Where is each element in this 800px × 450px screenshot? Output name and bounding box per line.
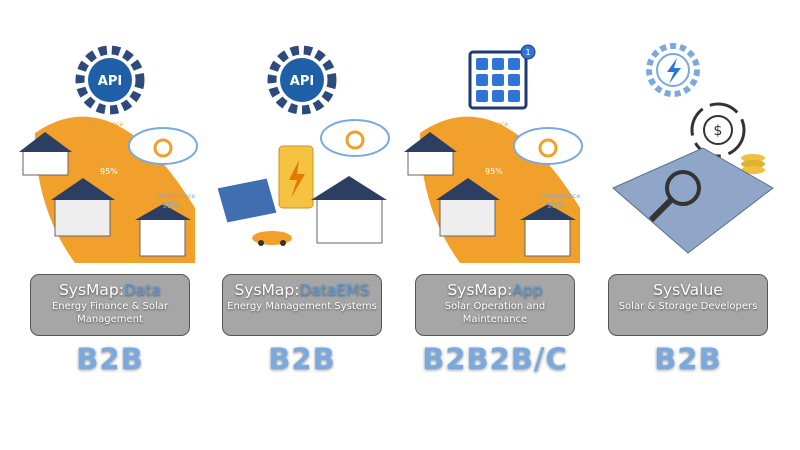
product-name: SysValue	[653, 281, 723, 299]
energy-finance-illustration: API Performance 76% Performance 95% Perf…	[19, 45, 198, 263]
business-model-label: B2B	[76, 342, 144, 376]
business-model-label: B2B	[654, 342, 722, 376]
app-grid-icon: 1	[468, 44, 536, 110]
product-sysmap-app: 1 Performance 76% Performance 95% Perfor…	[404, 0, 583, 450]
product-sysvalue: $ SysValue Solar & Storage Developers B2…	[603, 0, 774, 450]
svg-text:95%: 95%	[100, 167, 118, 176]
product-sysmap-data: API Performance 76% Performance 95% Perf…	[19, 0, 198, 450]
product-name: SysMap:	[234, 281, 300, 299]
solar-panel-icon	[216, 177, 278, 224]
product-card: SysMap:App Solar Operation and Maintenan…	[415, 274, 575, 336]
svg-text:Performance: Performance	[157, 193, 195, 200]
battery-icon	[278, 145, 314, 209]
energy-gear-icon	[646, 43, 700, 97]
product-description: Solar Operation and Maintenance	[444, 301, 546, 325]
gear-icon: API	[267, 45, 337, 115]
product-card: SysMap:Data Energy Finance & Solar Manag…	[30, 274, 190, 336]
solar-valuation-illustration: $	[612, 43, 774, 254]
dollar-cycle-icon: $	[690, 102, 746, 158]
house-icon	[520, 204, 576, 257]
svg-text:76%: 76%	[475, 129, 493, 138]
product-name: SysMap:	[447, 281, 513, 299]
product-description: Energy Management Systems	[227, 301, 377, 312]
svg-text:76%: 76%	[90, 129, 108, 138]
product-name: SysMap:	[58, 281, 124, 299]
product-sysmap-dataems: API SysMap:DataEMS Energy Management Sys…	[216, 0, 390, 450]
svg-text:Performance: Performance	[542, 193, 580, 200]
gear-icon: API	[75, 45, 145, 115]
svg-text:$: $	[714, 123, 723, 139]
notification-badge: 1	[525, 48, 530, 57]
solar-om-illustration: 1 Performance 76% Performance 95% Perfor…	[404, 44, 583, 263]
house-icon	[404, 132, 457, 176]
cloud-brain-icon	[320, 119, 390, 157]
svg-text:API: API	[98, 74, 122, 89]
cloud-brain-icon	[128, 127, 198, 165]
product-description: Energy Finance & Solar Management	[51, 301, 169, 325]
business-model-label: B2B2B/C	[422, 342, 568, 376]
svg-text:API: API	[290, 74, 314, 89]
product-highlight: DataEMS	[299, 281, 370, 299]
svg-text:Performance: Performance	[95, 159, 133, 166]
energy-management-illustration: API	[216, 45, 390, 246]
house-icon	[19, 132, 72, 176]
house-icon	[436, 178, 500, 237]
svg-text:Performance: Performance	[480, 159, 518, 166]
product-card: SysValue Solar & Storage Developers	[608, 274, 768, 336]
product-card: SysMap:DataEMS Energy Management Systems	[222, 274, 382, 336]
svg-text:95%: 95%	[485, 167, 503, 176]
house-icon	[311, 176, 387, 244]
svg-text:Performance: Performance	[85, 121, 123, 128]
house-icon	[135, 204, 191, 257]
electric-car-icon	[252, 231, 292, 246]
magnifier-icon	[648, 170, 701, 223]
svg-text:95%: 95%	[547, 201, 565, 210]
business-model-label: B2B	[268, 342, 336, 376]
svg-text:95%: 95%	[162, 201, 180, 210]
house-icon	[51, 178, 115, 237]
cloud-brain-icon	[513, 127, 583, 165]
svg-text:Performance: Performance	[470, 121, 508, 128]
product-highlight: Data	[124, 281, 162, 299]
coins-icon	[741, 154, 765, 174]
product-highlight: App	[512, 281, 543, 299]
product-description: Solar & Storage Developers	[618, 301, 758, 312]
